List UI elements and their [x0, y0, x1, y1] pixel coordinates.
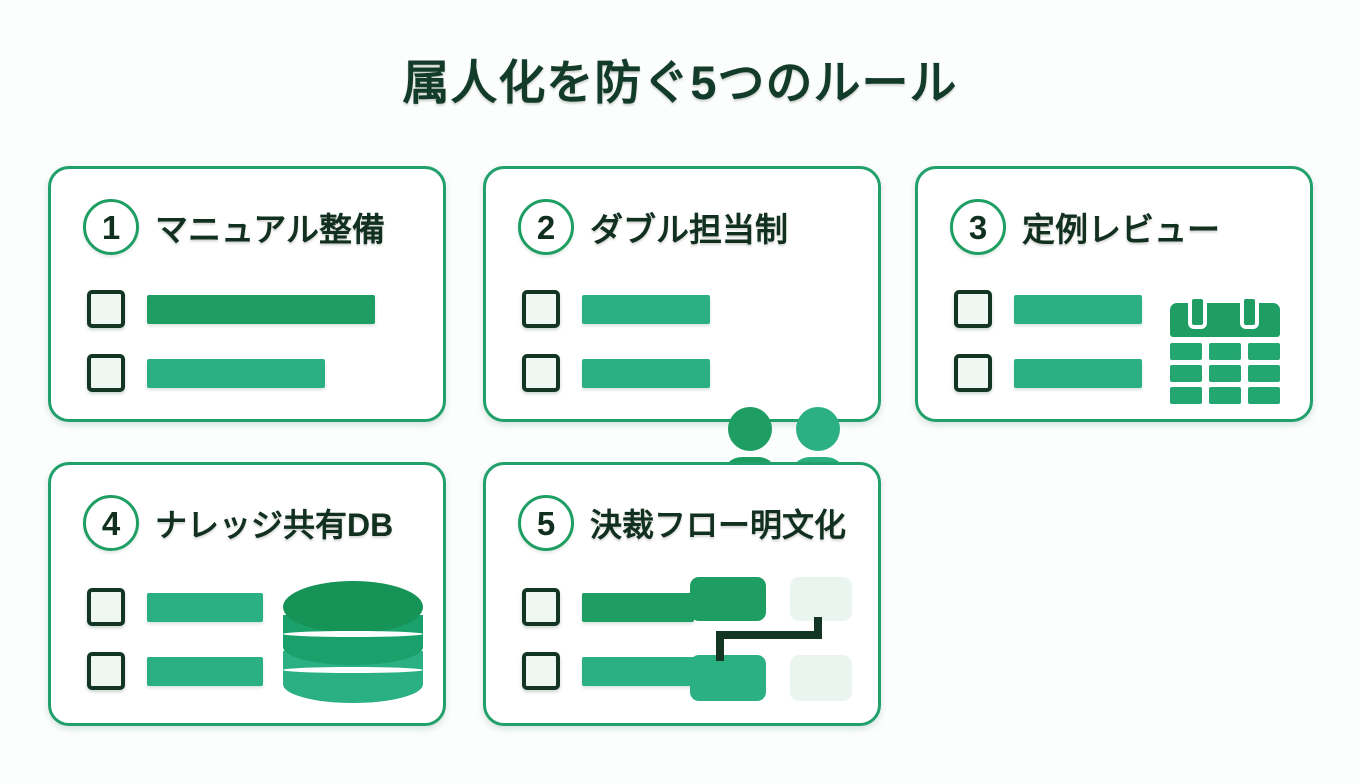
- database-band: [283, 581, 423, 633]
- text-placeholder-bar: [147, 294, 375, 324]
- flow-node: [790, 655, 852, 701]
- checklist-row: [87, 289, 375, 329]
- calendar-grid: [1170, 343, 1280, 404]
- checklist-row: [954, 289, 1142, 329]
- checkbox-icon[interactable]: [87, 354, 125, 392]
- person-head: [728, 407, 772, 451]
- calendar-day: [1248, 365, 1280, 382]
- calendar-day: [1248, 387, 1280, 404]
- card-title: 決裁フロー明文化: [590, 507, 847, 543]
- page-title: 属人化を防ぐ5つのルール: [402, 56, 958, 109]
- calendar-day: [1170, 343, 1202, 360]
- calendar-day: [1209, 387, 1241, 404]
- text-placeholder-bar: [1014, 358, 1142, 388]
- checklist: [87, 587, 263, 691]
- two-people-icon: [722, 297, 850, 517]
- flow-connector: [716, 631, 724, 661]
- card-header: 2 ダブル担当制: [518, 199, 788, 255]
- card-header: 5 決裁フロー明文化: [518, 495, 846, 551]
- rule-card-3: 3 定例レビュー: [915, 166, 1313, 422]
- calendar-day: [1170, 365, 1202, 382]
- card-title: マニュアル整備: [155, 211, 386, 248]
- card-title: 定例レビュー: [1022, 211, 1220, 248]
- checklist-row: [954, 353, 1142, 393]
- rule-card-2: 2 ダブル担当制: [483, 166, 881, 517]
- rule-card-5: 5 決裁フロー明文化: [483, 462, 881, 726]
- checklist-row: [522, 651, 694, 691]
- text-placeholder-bar: [147, 592, 263, 622]
- database-divider: [283, 631, 423, 637]
- checkbox-icon[interactable]: [522, 354, 560, 392]
- card-title: ナレッジ共有DB: [155, 507, 394, 543]
- text-placeholder-bar: [582, 656, 694, 686]
- checklist-row: [522, 353, 710, 393]
- checkbox-icon[interactable]: [954, 290, 992, 328]
- calendar-icon: [1170, 295, 1280, 407]
- checklist-row: [522, 289, 710, 329]
- person-head: [796, 407, 840, 451]
- text-placeholder-bar: [582, 294, 710, 324]
- card-header: 1 マニュアル整備: [83, 199, 385, 255]
- number-badge: 5: [518, 495, 574, 551]
- checkbox-icon[interactable]: [954, 354, 992, 392]
- checkbox-icon[interactable]: [522, 290, 560, 328]
- checkbox-icon[interactable]: [522, 588, 560, 626]
- number-badge: 4: [83, 495, 139, 551]
- checkbox-icon[interactable]: [87, 588, 125, 626]
- flow-connector: [716, 631, 822, 639]
- calendar-header: [1170, 303, 1280, 337]
- flow-node: [690, 655, 766, 701]
- checkbox-icon[interactable]: [87, 652, 125, 690]
- flow-node: [790, 577, 852, 621]
- checklist-row: [87, 353, 375, 393]
- number-badge: 3: [950, 199, 1006, 255]
- checklist-row: [87, 651, 263, 691]
- text-placeholder-bar: [1014, 294, 1142, 324]
- card-header: 3 定例レビュー: [950, 199, 1220, 255]
- calendar-day: [1209, 343, 1241, 360]
- text-placeholder-bar: [582, 358, 710, 388]
- rule-card-1: 1 マニュアル整備: [48, 166, 446, 422]
- calendar-day: [1209, 365, 1241, 382]
- flow-node: [690, 577, 766, 621]
- flow-connector: [814, 617, 822, 639]
- database-divider: [283, 667, 423, 673]
- calendar-day: [1248, 343, 1280, 360]
- number-badge: 2: [518, 199, 574, 255]
- checklist: [522, 289, 710, 393]
- checkbox-icon[interactable]: [522, 652, 560, 690]
- checklist-row: [522, 587, 694, 627]
- checklist: [954, 289, 1142, 393]
- text-placeholder-bar: [147, 656, 263, 686]
- text-placeholder-bar: [147, 358, 325, 388]
- number-badge: 1: [83, 199, 139, 255]
- calendar-ring: [1240, 295, 1259, 329]
- calendar-ring: [1188, 295, 1207, 329]
- checklist: [522, 587, 694, 691]
- card-header: 4 ナレッジ共有DB: [83, 495, 393, 551]
- database-icon: [283, 581, 423, 705]
- calendar-day: [1170, 387, 1202, 404]
- flowchart-icon: [690, 577, 856, 701]
- checklist: [87, 289, 375, 393]
- text-placeholder-bar: [582, 592, 694, 622]
- checkbox-icon[interactable]: [87, 290, 125, 328]
- rule-card-4: 4 ナレッジ共有DB: [48, 462, 446, 726]
- checklist-row: [87, 587, 263, 627]
- card-title: ダブル担当制: [590, 211, 788, 248]
